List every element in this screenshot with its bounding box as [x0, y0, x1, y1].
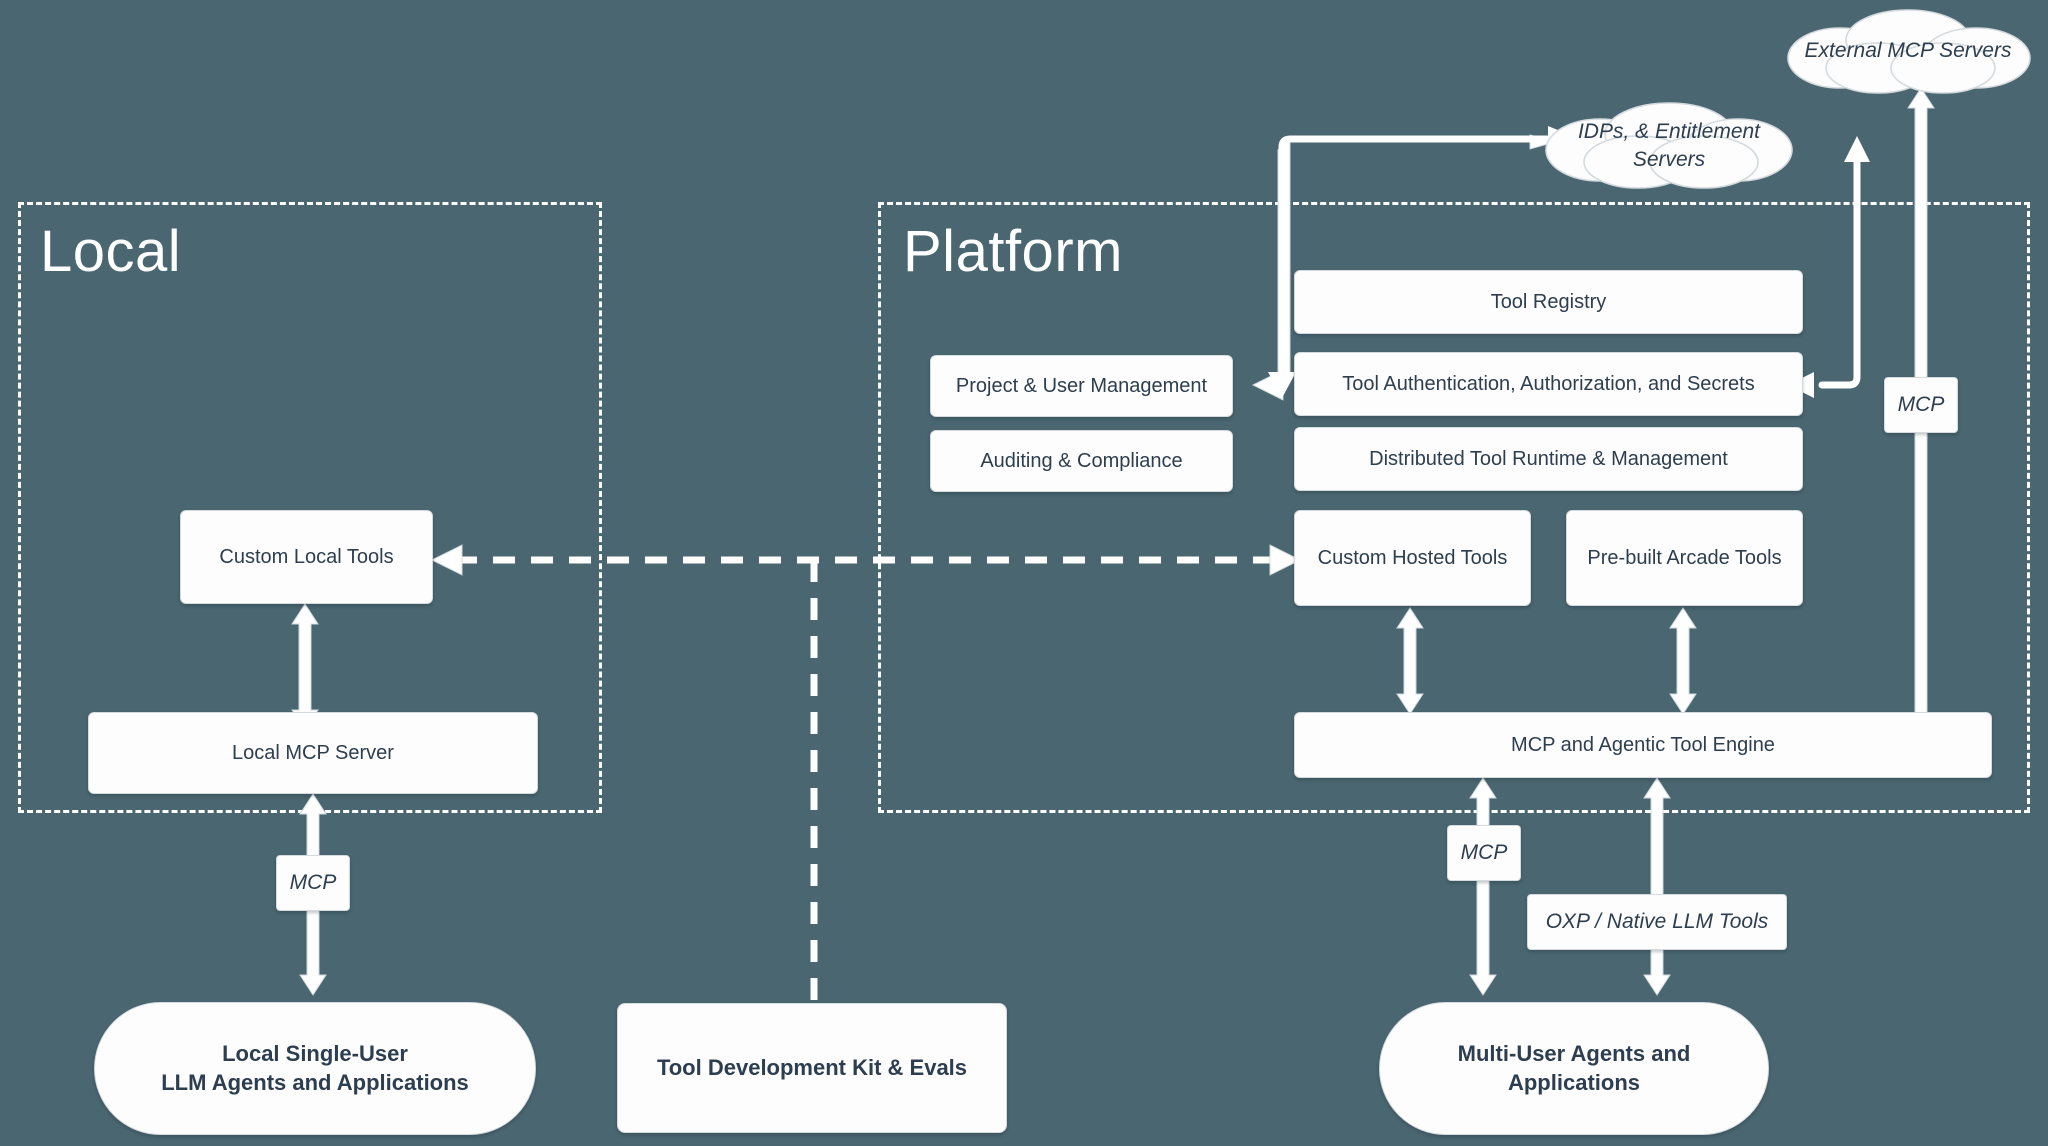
- cloud-idps-entitlement-servers: IDPs, & Entitlement Servers: [1538, 100, 1800, 192]
- box-project-user-management[interactable]: Project & User Management: [930, 355, 1233, 417]
- cloud-idps-entitlement-servers-label: IDPs, & Entitlement Servers: [1577, 119, 1761, 171]
- box-auditing-compliance[interactable]: Auditing & Compliance: [930, 430, 1233, 492]
- box-multiuser-agents-line2: Applications: [1507, 1069, 1640, 1095]
- box-local-agents-line2: LLM Agents and Applications: [161, 1069, 469, 1095]
- badge-mcp-external: MCP: [1884, 377, 1958, 433]
- box-tool-registry[interactable]: Tool Registry: [1294, 270, 1803, 334]
- box-tool-authentication[interactable]: Tool Authentication, Authorization, and …: [1294, 352, 1803, 416]
- box-prebuilt-arcade-tools[interactable]: Pre-built Arcade Tools: [1566, 510, 1803, 606]
- box-multiuser-agents[interactable]: Multi-User Agents and Applications: [1379, 1002, 1769, 1135]
- box-distributed-tool-runtime[interactable]: Distributed Tool Runtime & Management: [1294, 427, 1803, 491]
- box-custom-local-tools[interactable]: Custom Local Tools: [180, 510, 433, 604]
- badge-mcp-platform: MCP: [1447, 825, 1521, 881]
- group-platform-title: Platform: [903, 219, 1123, 284]
- cloud-shape-icon: [1787, 9, 2031, 94]
- box-custom-hosted-tools[interactable]: Custom Hosted Tools: [1294, 510, 1531, 606]
- box-tool-development-kit[interactable]: Tool Development Kit & Evals: [617, 1003, 1007, 1133]
- cloud-external-mcp-servers-label: External MCP Servers: [1804, 38, 2012, 62]
- cloud-external-mcp-servers: External MCP Servers: [1778, 6, 2038, 96]
- box-mcp-agentic-tool-engine[interactable]: MCP and Agentic Tool Engine: [1294, 712, 1992, 778]
- box-local-mcp-server[interactable]: Local MCP Server: [88, 712, 538, 794]
- box-local-agents-line1: Local Single-User: [222, 1040, 408, 1066]
- badge-mcp-local: MCP: [276, 855, 350, 911]
- box-multiuser-agents-line1: Multi-User Agents and: [1457, 1040, 1691, 1066]
- badge-oxp-native-llm-tools: OXP / Native LLM Tools: [1527, 894, 1787, 950]
- group-local-title: Local: [40, 219, 182, 284]
- box-local-agents[interactable]: Local Single-User LLM Agents and Applica…: [94, 1002, 536, 1135]
